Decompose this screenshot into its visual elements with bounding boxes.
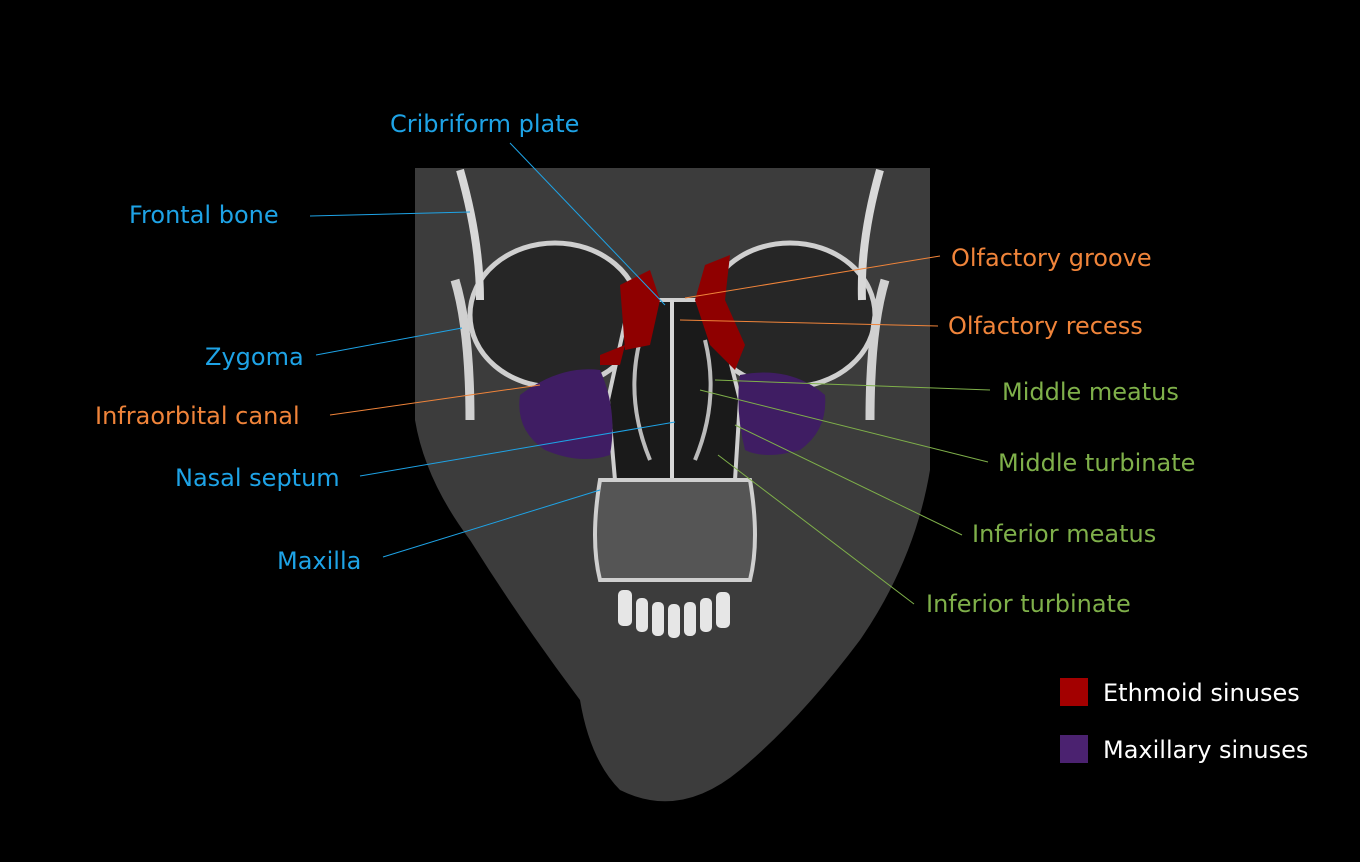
leader-inferior-meatus bbox=[734, 424, 963, 536]
label-zygoma: Zygoma bbox=[205, 343, 304, 371]
label-middle-meatus: Middle meatus bbox=[1002, 378, 1179, 406]
label-olfactory-recess: Olfactory recess bbox=[948, 312, 1143, 340]
leader-infraorbital-canal bbox=[329, 384, 541, 416]
label-infraorbital-canal: Infraorbital canal bbox=[95, 402, 300, 430]
leader-nasal-septum bbox=[359, 421, 676, 477]
label-inferior-meatus: Inferior meatus bbox=[972, 520, 1157, 548]
legend-label-maxillary: Maxillary sinuses bbox=[1103, 736, 1309, 764]
legend-swatch-ethmoid bbox=[1060, 678, 1088, 706]
leader-zygoma bbox=[315, 327, 463, 356]
legend-swatch-maxillary bbox=[1060, 735, 1088, 763]
ethmoid-sinus-right bbox=[600, 270, 660, 365]
label-cribriform-plate: Cribriform plate bbox=[390, 110, 580, 138]
leader-frontal-bone bbox=[309, 211, 471, 217]
ethmoid-sinus-left bbox=[695, 255, 745, 370]
label-maxilla: Maxilla bbox=[277, 547, 362, 575]
leader-inferior-turbinate bbox=[717, 454, 915, 605]
legend-label-ethmoid: Ethmoid sinuses bbox=[1103, 679, 1300, 707]
leader-olfactory-recess bbox=[679, 319, 939, 327]
leader-middle-turbinate bbox=[699, 389, 989, 463]
teeth bbox=[618, 590, 730, 638]
leader-olfactory-groove bbox=[684, 255, 941, 299]
leader-cribriform-plate bbox=[509, 142, 666, 306]
leader-middle-meatus bbox=[714, 379, 991, 391]
label-olfactory-groove: Olfactory groove bbox=[951, 244, 1152, 272]
label-nasal-septum: Nasal septum bbox=[175, 464, 340, 492]
label-middle-turbinate: Middle turbinate bbox=[998, 449, 1196, 477]
maxillary-sinus-left bbox=[738, 372, 826, 455]
label-frontal-bone: Frontal bone bbox=[129, 201, 279, 229]
leader-maxilla bbox=[382, 489, 601, 558]
label-inferior-turbinate: Inferior turbinate bbox=[926, 590, 1131, 618]
